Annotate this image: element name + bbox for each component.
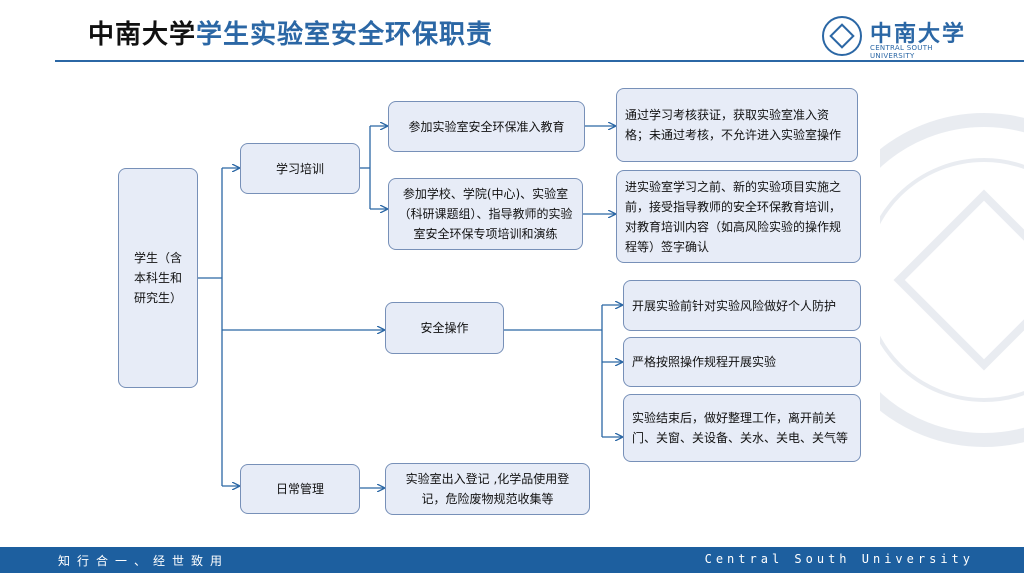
detail-after-experiment-label: 实验结束后，做好整理工作，离开前关门、关窗、关设备、关水、关电、关气等 (632, 411, 849, 445)
detail-access-qualification: 通过学习考核获证，获取实验室准入资格；未通过考核，不允许进入实验室操作 (616, 88, 858, 162)
footer-bar: 知行合一、经世致用 Central South University (0, 547, 1024, 573)
detail-after-experiment: 实验结束后，做好整理工作，离开前关门、关窗、关设备、关水、关电、关气等 (623, 394, 861, 462)
logo-chinese-name: 中南大学 (870, 21, 967, 47)
detail-follow-procedure-label: 严格按照操作规程开展实验 (632, 355, 777, 369)
category-daily: 日常管理 (240, 464, 360, 514)
item-special-training: 参加学校、学院(中心)、实验室（科研课题组）、指导教师的实验室安全环保专项培训和… (388, 178, 583, 250)
detail-follow-procedure: 严格按照操作规程开展实验 (623, 337, 861, 387)
detail-before-experiment-label: 进实验室学习之前、新的实验项目实施之前，接受指导教师的安全环保教育培训，对教育培… (625, 179, 842, 254)
seal-icon (822, 16, 862, 56)
category-training-label: 学习培训 (275, 161, 324, 176)
category-training: 学习培训 (240, 143, 360, 194)
root-label: 学生（含本科生和研究生） (133, 251, 182, 305)
title-blue-part: 学生实验室安全环保职责 (196, 20, 494, 50)
item-safety-education-label: 参加实验室安全环保准入教育 (408, 119, 565, 134)
title-divider (55, 60, 1024, 62)
footer-motto: 知行合一、经世致用 (58, 554, 230, 568)
root-node-students: 学生（含本科生和研究生） (118, 168, 198, 388)
detail-before-experiment: 进实验室学习之前、新的实验项目实施之前，接受指导教师的安全环保教育培训，对教育培… (616, 170, 861, 263)
responsibility-flowchart: 学生（含本科生和研究生） 学习培训 安全操作 日常管理 参加实验室安全环保准入教… (102, 78, 880, 536)
footer-university: Central South University (704, 552, 974, 566)
connector-lines (198, 78, 880, 536)
detail-access-qualification-label: 通过学习考核获证，获取实验室准入资格；未通过考核，不允许进入实验室操作 (625, 108, 842, 142)
item-safety-education: 参加实验室安全环保准入教育 (388, 101, 585, 152)
university-logo: 中南大学 CENTRAL SOUTH UNIVERSITY (822, 14, 972, 60)
category-safety: 安全操作 (385, 302, 504, 354)
detail-personal-protection: 开展实验前针对实验风险做好个人防护 (623, 280, 861, 331)
page-title: 中南大学学生实验室安全环保职责 (88, 14, 493, 51)
logo-english-name: CENTRAL SOUTH UNIVERSITY (870, 44, 933, 60)
detail-personal-protection-label: 开展实验前针对实验风险做好个人防护 (632, 298, 837, 313)
title-black-part: 中南大学 (88, 20, 197, 50)
item-daily-record: 实验室出入登记 ,化学品使用登记，危险废物规范收集等 (385, 463, 590, 515)
item-special-training-label: 参加学校、学院(中心)、实验室（科研课题组）、指导教师的实验室安全环保专项培训和… (398, 187, 573, 241)
category-safety-label: 安全操作 (420, 321, 469, 335)
item-daily-record-label: 实验室出入登记 ,化学品使用登记，危险废物规范收集等 (405, 472, 570, 506)
category-daily-label: 日常管理 (275, 482, 324, 496)
